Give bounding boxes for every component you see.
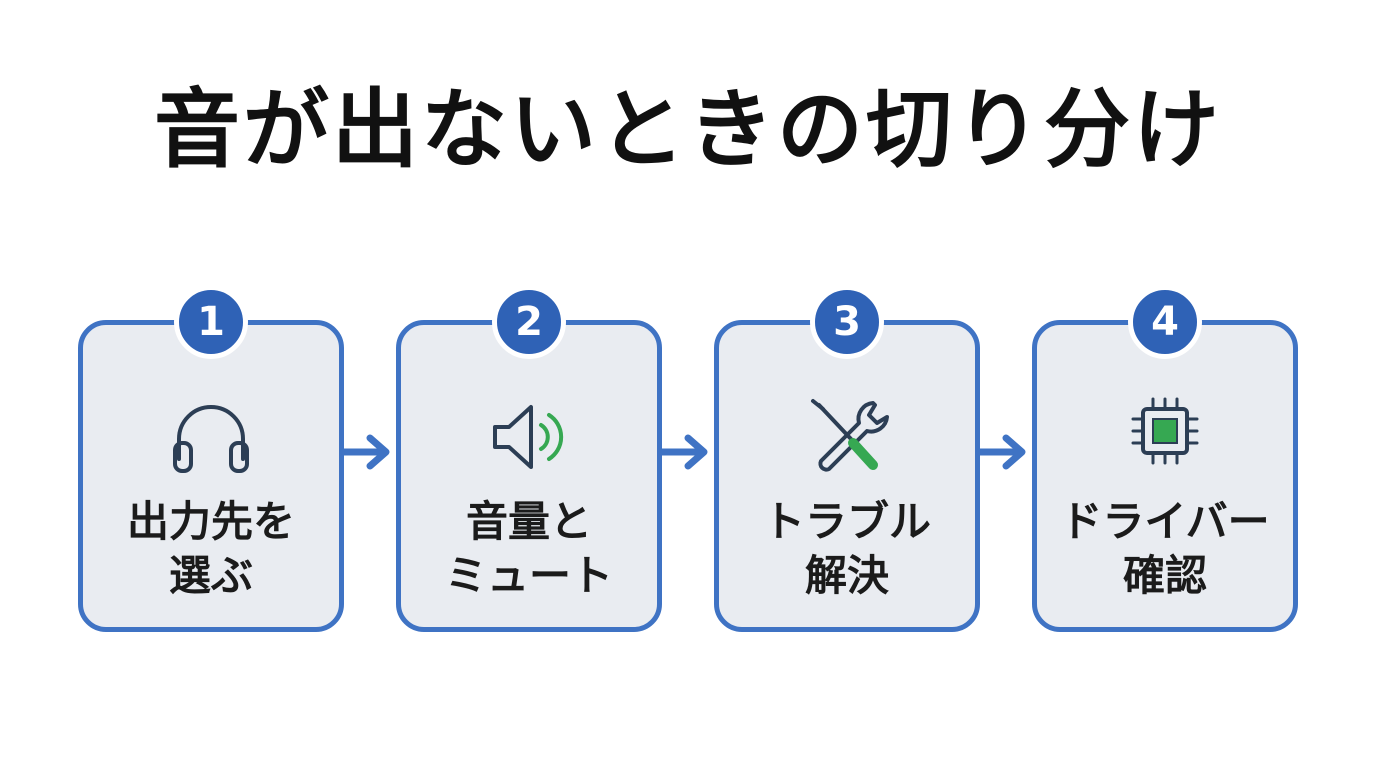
arrow-right-icon-1 — [340, 430, 392, 474]
step-card-4: ドライバー 確認 — [1032, 320, 1298, 632]
page-title: 音が出ないときの切り分け — [154, 80, 1222, 180]
step-label-1: 出力先を 選ぶ — [83, 495, 339, 603]
step-label-4-line1: ドライバー — [1060, 497, 1270, 546]
arrow-right-icon-2 — [658, 430, 710, 474]
step-label-3: トラブル 解決 — [719, 495, 975, 603]
step-label-2: 音量と ミュート — [401, 495, 657, 603]
step-card-2: 音量と ミュート — [396, 320, 662, 632]
step-number-badge-1: 1 — [174, 285, 248, 359]
tools-icon — [797, 393, 897, 481]
step-number-badge-3: 3 — [810, 285, 884, 359]
step-label-1-line2: 選ぶ — [168, 551, 253, 600]
step-card-1: 出力先を 選ぶ — [78, 320, 344, 632]
step-label-2-line2: ミュート — [444, 551, 613, 600]
step-label-1-line1: 出力先を — [126, 497, 295, 546]
step-number-badge-2: 2 — [492, 285, 566, 359]
step-label-4-line2: 確認 — [1122, 551, 1207, 600]
step-label-4: ドライバー 確認 — [1037, 495, 1293, 603]
step-number-badge-4: 4 — [1128, 285, 1202, 359]
step-label-3-line1: トラブル — [762, 497, 931, 546]
step-card-3: トラブル 解決 — [714, 320, 980, 632]
speaker-icon — [479, 393, 579, 481]
headphones-icon — [161, 393, 261, 481]
arrow-right-icon-3 — [976, 430, 1028, 474]
step-label-3-line2: 解決 — [804, 551, 889, 600]
step-label-2-line1: 音量と — [465, 497, 592, 546]
chip-icon — [1115, 393, 1215, 481]
